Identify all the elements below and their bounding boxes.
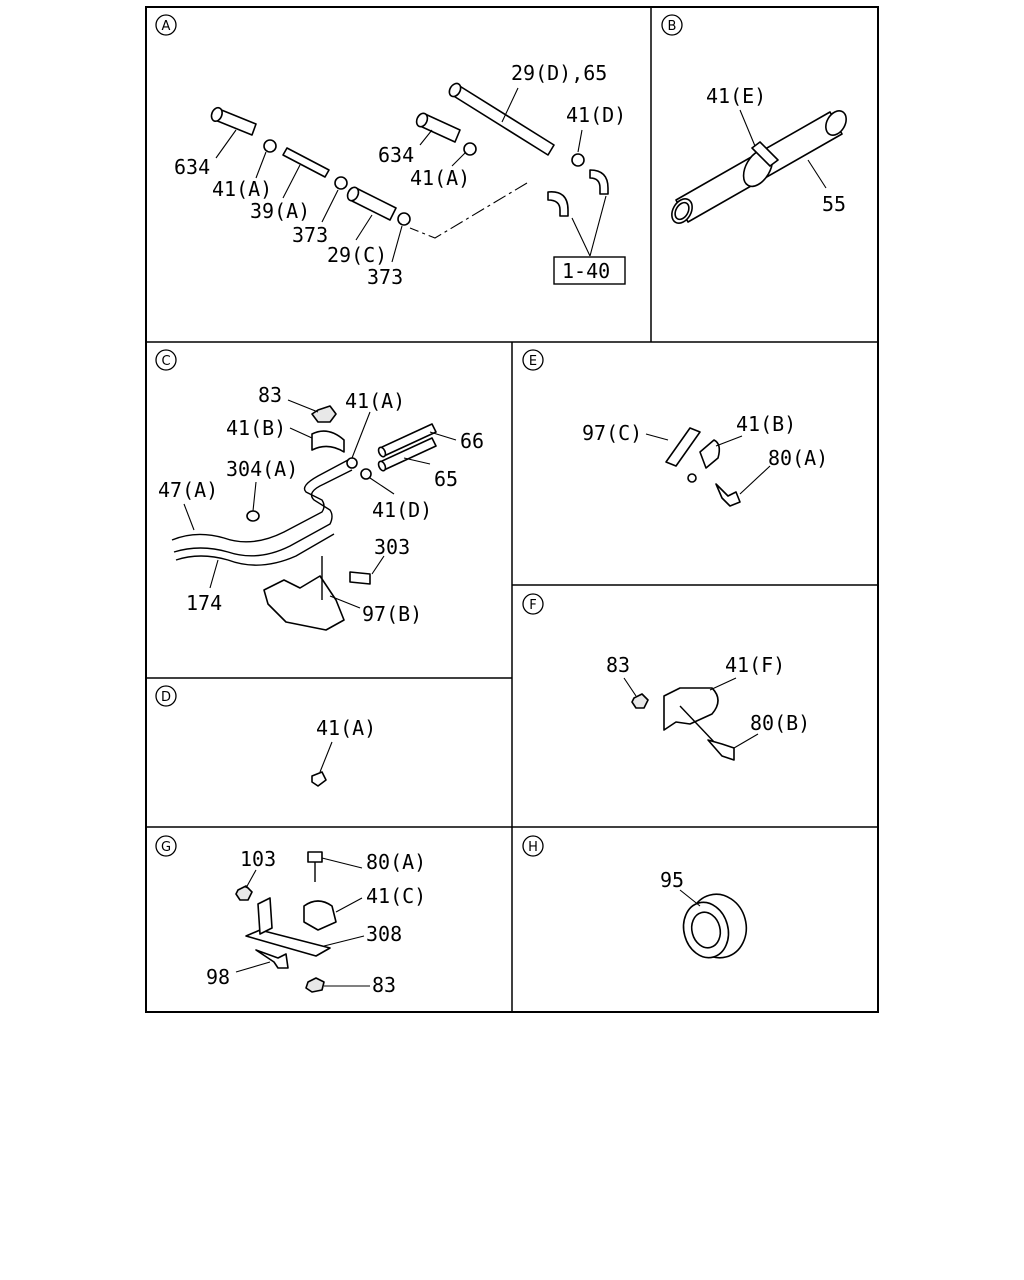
svg-text:E: E [529,354,537,369]
label-g-80a: 80(A) [366,850,426,874]
label-f-80b: 80(B) [750,711,810,735]
label-g-98: 98 [206,965,230,989]
label-c-174: 174 [186,591,222,615]
label-c-41d: 41(D) [372,498,432,522]
label-f-83: 83 [606,653,630,677]
label-c-65: 65 [434,467,458,491]
label-a-39a: 39(A) [250,199,310,223]
label-g-41c: 41(C) [366,884,426,908]
label-e-41b: 41(B) [736,412,796,436]
section-marker-a: A [155,14,177,36]
section-d-drawing [311,741,333,787]
section-f-drawing [623,677,759,761]
section-h-drawing [679,889,748,959]
svg-text:F: F [529,598,536,613]
label-a-41d: 41(D) [566,103,626,127]
svg-text:A: A [162,19,171,34]
svg-text:H: H [528,840,538,855]
label-a-29d-65: 29(D),65 [511,61,607,85]
label-c-303: 303 [374,535,410,559]
label-a-634-right: 634 [378,143,414,167]
section-g-drawing [235,851,370,993]
label-f-41f: 41(F) [725,653,785,677]
label-a-29c: 29(C) [327,243,387,267]
label-c-83: 83 [258,383,282,407]
reference-label: 1-40 [562,259,610,283]
section-b-drawing [671,109,847,224]
section-marker-d: D [155,685,177,707]
label-c-304a: 304(A) [226,457,298,481]
label-g-83: 83 [372,973,396,997]
label-d-41a: 41(A) [316,716,376,740]
section-marker-h: H [522,835,544,857]
section-marker-f: F [522,593,544,615]
section-e-drawing [645,427,771,507]
label-c-41a: 41(A) [345,389,405,413]
label-e-97c: 97(C) [582,421,642,445]
section-marker-g: G [155,835,177,857]
label-h-95: 95 [660,868,684,892]
label-a-373-lower: 373 [367,265,403,289]
label-b-41e: 41(E) [706,84,766,108]
section-marker-b: B [661,14,683,36]
section-marker-e: E [522,349,544,371]
svg-text:B: B [668,19,677,34]
section-marker-c: C [155,349,177,371]
label-e-80a: 80(A) [768,446,828,470]
label-c-66: 66 [460,429,484,453]
svg-text:D: D [161,690,171,705]
label-a-373-upper: 373 [292,223,328,247]
svg-text:G: G [161,840,171,855]
label-g-308: 308 [366,922,402,946]
label-c-47a: 47(A) [158,478,218,502]
section-c-drawing [171,399,457,631]
label-a-41a-right: 41(A) [410,166,470,190]
label-a-634-left: 634 [174,155,210,179]
label-b-55: 55 [822,192,846,216]
svg-text:C: C [161,354,170,369]
label-c-97b: 97(B) [362,602,422,626]
reference-box [553,256,626,285]
label-c-41b: 41(B) [226,416,286,440]
label-g-103: 103 [240,847,276,871]
label-a-41a-left: 41(A) [212,177,272,201]
section-a-drawing [210,82,609,263]
